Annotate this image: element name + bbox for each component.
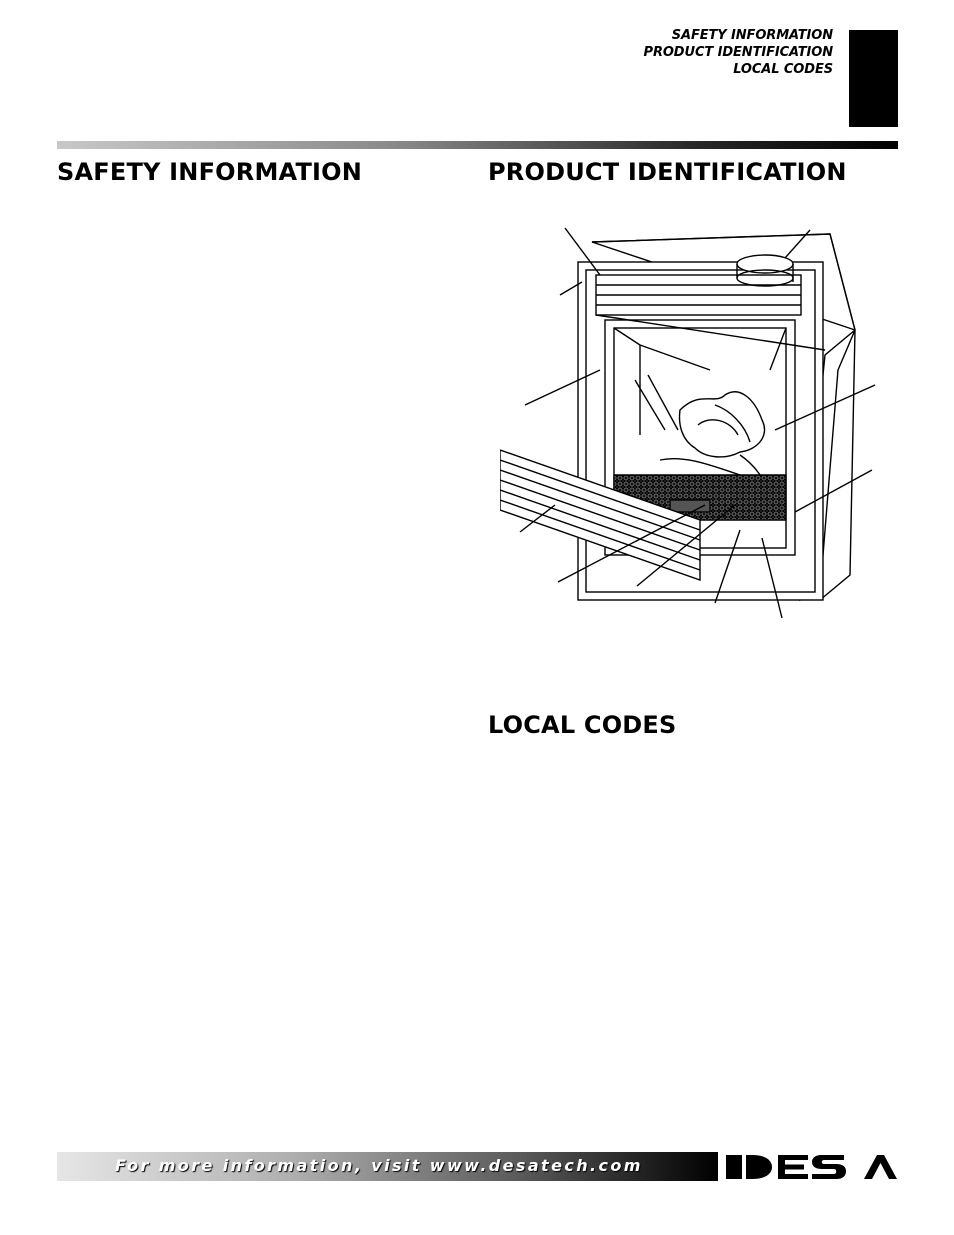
header-section-list: SAFETY INFORMATION PRODUCT IDENTIFICATIO…: [643, 27, 834, 78]
header-item-product: PRODUCT IDENTIFICATION: [643, 45, 834, 60]
header-item-safety: SAFETY INFORMATION: [671, 28, 833, 43]
footer-bar: [57, 1152, 718, 1181]
header-rule: [57, 141, 898, 149]
desa-logo-icon: [726, 1155, 897, 1179]
fireplace-icon: [500, 227, 876, 619]
header-item-codes: LOCAL CODES: [733, 62, 833, 77]
local-codes-title: LOCAL CODES: [488, 711, 677, 739]
section-tab-block: [849, 30, 898, 127]
desa-logo: [724, 1150, 900, 1184]
safety-information-title: SAFETY INFORMATION: [57, 158, 363, 186]
footer-website-link[interactable]: For more information, visit www.desatech…: [115, 1156, 643, 1175]
fireplace-illustration: [500, 220, 880, 630]
product-identification-title: PRODUCT IDENTIFICATION: [488, 158, 847, 186]
